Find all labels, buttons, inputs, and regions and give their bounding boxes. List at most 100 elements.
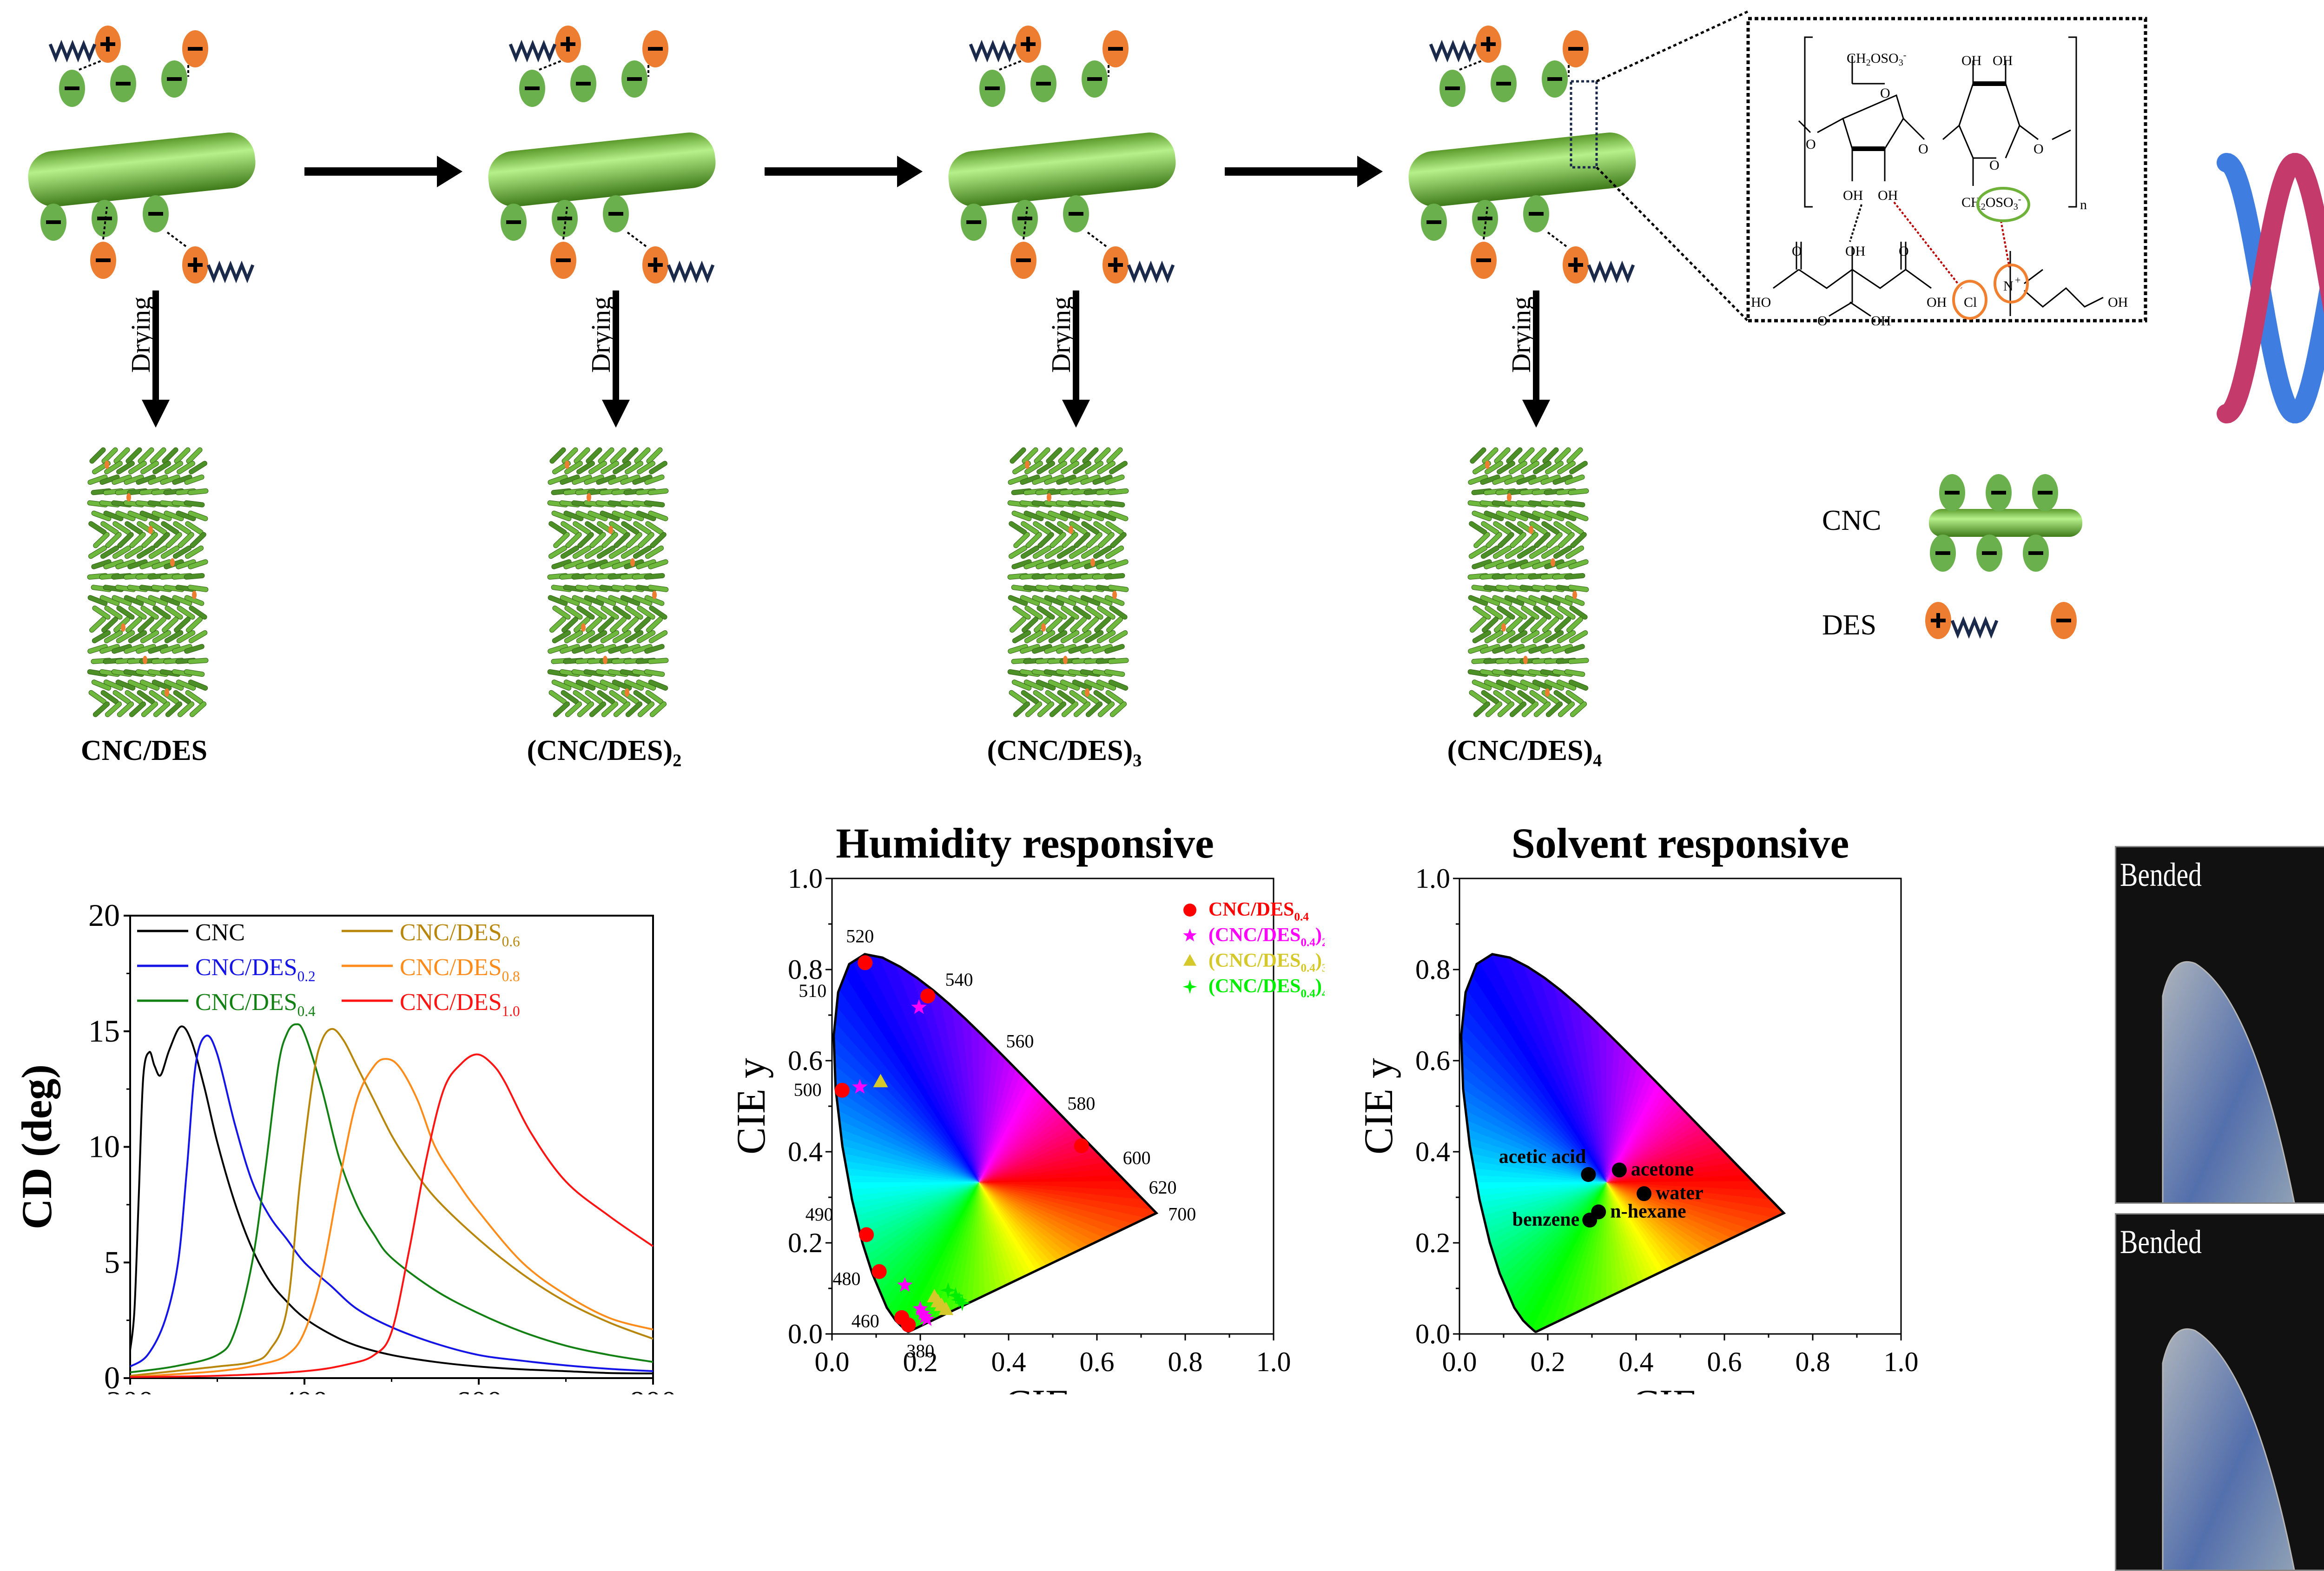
data-point-star bbox=[917, 1308, 933, 1323]
wavelength-label: 380 bbox=[906, 1340, 934, 1361]
y-tick-label: 0.4 bbox=[1415, 1136, 1450, 1167]
minus-icon bbox=[167, 77, 182, 81]
des-chain-icon bbox=[1127, 260, 1175, 284]
svg-text:O: O bbox=[1899, 244, 1909, 259]
cd-series-line bbox=[130, 1053, 654, 1378]
minus-icon bbox=[2028, 551, 2043, 555]
svg-text:Cl: Cl bbox=[1964, 295, 1977, 310]
process-arrow-head-icon bbox=[1357, 156, 1383, 187]
minus-icon bbox=[2038, 491, 2053, 495]
svg-text:OH: OH bbox=[1927, 295, 1947, 310]
data-point-circle bbox=[858, 955, 873, 970]
minus-icon bbox=[1087, 77, 1102, 81]
helicoidal-stack-icon bbox=[87, 447, 209, 717]
layer-group-title: 1 layer bbox=[2115, 795, 2324, 835]
des-chain-icon bbox=[1429, 40, 1477, 63]
solvent-label: benzene bbox=[1512, 1209, 1580, 1230]
helicoidal-stack-icon bbox=[1007, 447, 1129, 717]
cd-series-line bbox=[129, 1035, 654, 1373]
drying-arrow-icon bbox=[152, 290, 159, 411]
drying-arrow-icon bbox=[1073, 290, 1079, 411]
drying-label: Drying bbox=[586, 297, 616, 373]
data-point-star bbox=[911, 999, 927, 1014]
minus-icon bbox=[1935, 551, 1950, 555]
mechanics-section: Mechanics 1 layer Bended Rolled Folded2 … bbox=[2115, 744, 2324, 1571]
des-chain-icon bbox=[1587, 260, 1635, 284]
minus-icon bbox=[1547, 77, 1562, 81]
minus-icon bbox=[608, 212, 623, 216]
svg-text:OH: OH bbox=[1878, 188, 1898, 203]
process-arrow-head-icon bbox=[897, 156, 923, 187]
cnc-rod-icon bbox=[1929, 509, 2082, 537]
legend-label: CNC/DES1.0 bbox=[400, 989, 520, 1019]
drying-label: Drying bbox=[1506, 297, 1536, 373]
plus-icon bbox=[1114, 257, 1117, 272]
minus-icon bbox=[1982, 551, 1997, 555]
x-tick-label: 600 bbox=[455, 1385, 502, 1394]
minus-icon bbox=[65, 86, 79, 90]
data-point-star bbox=[1183, 928, 1197, 942]
anion-icon bbox=[90, 242, 116, 279]
data-point-circle bbox=[1582, 1213, 1598, 1228]
arrow-head-icon bbox=[602, 400, 630, 428]
minus-icon bbox=[96, 258, 111, 262]
helicoidal-stack-icon bbox=[1467, 447, 1589, 717]
zoom-region-box bbox=[1570, 80, 1598, 169]
helicoidal-stack-icon bbox=[547, 447, 669, 717]
interaction-line bbox=[79, 59, 189, 247]
y-tick-label: 0.4 bbox=[788, 1136, 823, 1167]
wavelength-label: 580 bbox=[1067, 1093, 1095, 1114]
svg-text:OH: OH bbox=[1845, 244, 1865, 259]
x-tick-label: 800 bbox=[629, 1385, 677, 1394]
minus-icon bbox=[97, 217, 112, 220]
svg-text:OH: OH bbox=[1843, 188, 1863, 203]
x-axis-label: CIE x bbox=[1632, 1382, 1729, 1394]
wavelength-label: 600 bbox=[1123, 1147, 1151, 1168]
layer-group-title: 3 layers bbox=[2115, 1162, 2324, 1202]
svg-text:n: n bbox=[2080, 197, 2087, 212]
cnc-rod-icon bbox=[28, 132, 256, 207]
cd-series-line bbox=[129, 1025, 654, 1374]
wavelength-label: 480 bbox=[832, 1268, 860, 1289]
minus-icon bbox=[1476, 258, 1491, 262]
legend-label: (CNC/DES0.4)4 bbox=[1208, 976, 1325, 1000]
y-tick-label: 5 bbox=[104, 1244, 120, 1280]
minus-icon bbox=[1529, 212, 1544, 216]
legend-icons bbox=[1925, 474, 2082, 639]
plus-icon bbox=[193, 257, 197, 272]
anion-icon bbox=[182, 30, 208, 67]
minus-icon bbox=[1496, 82, 1511, 86]
x-tick-label: 1.0 bbox=[1256, 1347, 1291, 1377]
anion-icon bbox=[1103, 30, 1129, 67]
interaction-line bbox=[999, 59, 1109, 247]
y-axis-label: CIE y bbox=[1356, 1058, 1401, 1155]
x-tick-label: 0.2 bbox=[903, 1347, 938, 1377]
des-dot-icon bbox=[652, 591, 657, 599]
wavelength-label: 460 bbox=[852, 1311, 879, 1332]
cation-icon bbox=[95, 26, 121, 63]
des-dot-icon bbox=[1501, 623, 1506, 632]
cnc-des-unit-2: Drying bbox=[488, 26, 716, 717]
plus-icon bbox=[1574, 257, 1578, 272]
data-point-circle bbox=[1183, 904, 1196, 917]
minus-icon bbox=[1069, 212, 1083, 216]
x-axis-label: CIE x bbox=[1004, 1382, 1101, 1394]
minus-icon bbox=[1108, 47, 1123, 51]
y-tick-label: 0.6 bbox=[788, 1045, 823, 1076]
y-tick-label: 0.6 bbox=[1415, 1045, 1450, 1076]
plus-icon bbox=[1936, 613, 1940, 628]
stack-label-text: (CNC/DES) bbox=[987, 735, 1133, 766]
des-dot-icon bbox=[192, 591, 197, 599]
x-tick-label: 1.0 bbox=[1884, 1347, 1919, 1377]
anion-icon bbox=[1563, 30, 1589, 67]
plus-icon bbox=[1486, 37, 1490, 52]
cnc-des-unit-4: Drying bbox=[1408, 26, 1636, 717]
minus-icon bbox=[148, 212, 163, 216]
cation-icon bbox=[1015, 26, 1041, 63]
data-point-cross bbox=[947, 1287, 964, 1304]
legend-label: (CNC/DES0.4)2 bbox=[1208, 924, 1325, 949]
legend-label: CNC/DES0.6 bbox=[400, 919, 520, 950]
x-tick-label: 0.0 bbox=[1442, 1347, 1477, 1377]
des-dot-icon bbox=[1090, 558, 1095, 567]
